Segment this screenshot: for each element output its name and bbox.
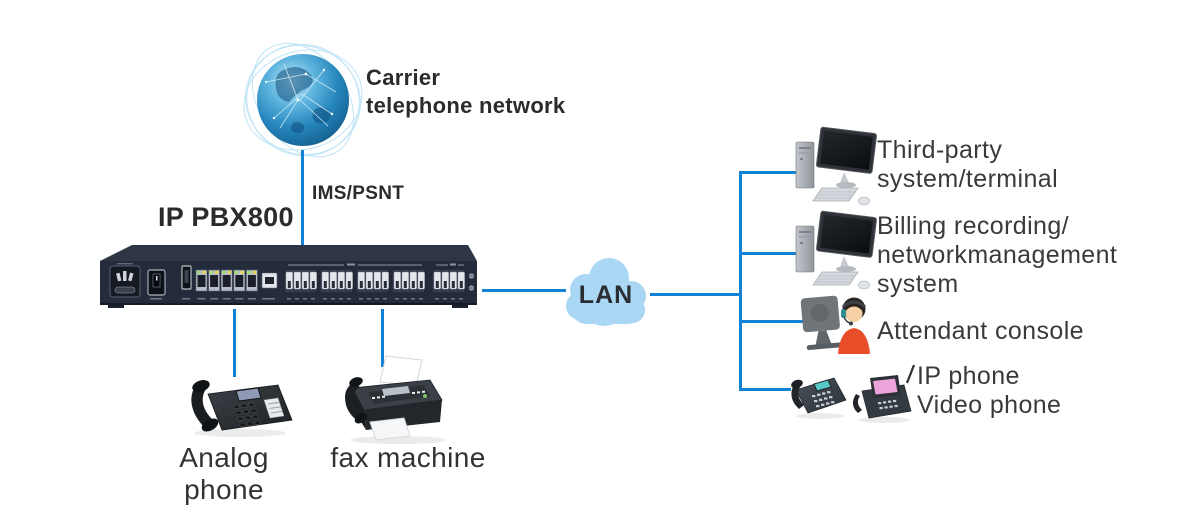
lan-label: LAN [578,281,634,309]
third-party-computer-icon [795,126,877,206]
billing-computer-icon [795,210,877,290]
analog-phone-label: Analog phone [179,442,269,505]
attendant-console-icon [800,295,870,354]
lan-cloud-icon [566,258,646,326]
edge-trunk-vertical [739,171,742,391]
edge-pbx-lan [482,289,566,292]
carrier-network-label: Carrier telephone network [366,65,566,118]
edge-carrier-pbx [301,150,304,248]
pbx-device-label: IP PBX800 [158,202,294,232]
attendant-console-label: Attendant console [877,317,1084,345]
ip-video-phone-label: IP phone Video phone [917,362,1062,419]
edge-pbx-analog-phone [233,309,236,377]
billing-label: Billing recording/ networkmanagement sys… [877,212,1118,298]
edge-branch-billing [739,252,797,255]
edge-pbx-fax [381,309,384,367]
edge-lan-trunk [650,293,740,296]
fax-machine-label: fax machine [330,442,486,473]
ip-pbx-device-icon [100,245,477,308]
carrier-network-globe-icon [243,42,363,158]
analog-phone-icon [191,380,293,437]
ims-psnt-label: IMS/PSNT [312,183,405,204]
edge-branch-third-party [739,171,797,174]
ip-phone-video-phone-icon [791,364,916,423]
third-party-label: Third-party system/terminal [877,136,1059,193]
edge-branch-attendant [739,320,803,323]
edge-branch-phones [739,388,791,391]
fax-machine-icon [345,355,446,444]
